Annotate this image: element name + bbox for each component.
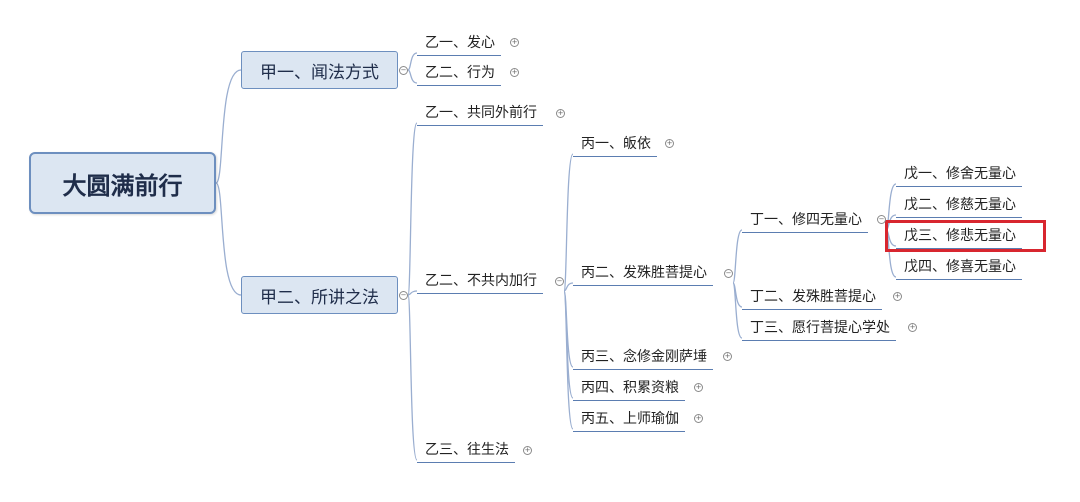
- root-topic[interactable]: 大圆满前行: [29, 152, 216, 214]
- topic-yi3-wangsheng[interactable]: 乙三、往生法: [417, 441, 515, 463]
- collapse-toggle-icon[interactable]: −: [399, 66, 408, 75]
- main-topic-jia2[interactable]: 甲二、所讲之法: [241, 276, 398, 314]
- topic-bing2[interactable]: 丙二、发殊胜菩提心: [573, 264, 713, 286]
- link-jia2-yi3: [407, 294, 418, 461]
- topic-yi2-xingwei[interactable]: 乙二、行为: [417, 64, 501, 86]
- collapse-toggle-icon[interactable]: −: [555, 277, 564, 286]
- link-root-jia2: [215, 182, 242, 296]
- topic-wu2[interactable]: 戊二、修慈无量心: [896, 196, 1022, 218]
- topic-wu4[interactable]: 戊四、修喜无量心: [896, 258, 1022, 280]
- main-topic-jia1[interactable]: 甲一、闻法方式: [241, 51, 398, 89]
- link-jia2-yi2: [407, 290, 418, 296]
- topic-bing4[interactable]: 丙四、积累资粮: [573, 379, 685, 401]
- link-yi2-bing5: [563, 290, 574, 430]
- topic-wu1[interactable]: 戊一、修舍无量心: [896, 165, 1022, 187]
- topic-yi1-gongtong[interactable]: 乙一、共同外前行: [417, 104, 543, 126]
- link-yi2-bing1: [563, 153, 574, 292]
- link-jia1-yi1: [407, 52, 418, 71]
- link-bing2-ding1: [732, 229, 743, 284]
- topic-ding2[interactable]: 丁二、发殊胜菩提心: [742, 288, 882, 310]
- collapse-toggle-icon[interactable]: −: [724, 269, 733, 278]
- topic-ding1[interactable]: 丁一、修四无量心: [742, 211, 868, 233]
- expand-toggle-icon[interactable]: +: [556, 109, 565, 118]
- collapse-toggle-icon[interactable]: −: [877, 215, 886, 224]
- collapse-toggle-icon[interactable]: −: [399, 291, 408, 300]
- expand-toggle-icon[interactable]: +: [893, 292, 902, 301]
- link-jia2-yi1: [407, 122, 418, 296]
- expand-toggle-icon[interactable]: +: [908, 323, 917, 332]
- link-jia1-yi2: [407, 69, 418, 84]
- topic-yi1-faxin[interactable]: 乙一、发心: [417, 34, 501, 56]
- expand-toggle-icon[interactable]: +: [510, 38, 519, 47]
- topic-bing1[interactable]: 丙一、皈依: [573, 135, 657, 157]
- expand-toggle-icon[interactable]: +: [694, 414, 703, 423]
- expand-toggle-icon[interactable]: +: [510, 68, 519, 77]
- topic-yi2-bugong[interactable]: 乙二、不共内加行: [417, 272, 543, 294]
- highlight-box: [885, 220, 1046, 252]
- expand-toggle-icon[interactable]: +: [523, 446, 532, 455]
- expand-toggle-icon[interactable]: +: [723, 352, 732, 361]
- link-root-jia1: [215, 69, 242, 184]
- expand-toggle-icon[interactable]: +: [665, 139, 674, 148]
- topic-bing5[interactable]: 丙五、上师瑜伽: [573, 410, 685, 432]
- link-yi2-bing2: [563, 282, 574, 292]
- link-bing2-ding3: [732, 282, 743, 339]
- topic-bing3[interactable]: 丙三、念修金刚萨埵: [573, 348, 713, 370]
- topic-ding3[interactable]: 丁三、愿行菩提心学处: [742, 319, 896, 341]
- expand-toggle-icon[interactable]: +: [694, 383, 703, 392]
- topic-wu3[interactable]: 戊三、修悲无量心: [896, 227, 1022, 249]
